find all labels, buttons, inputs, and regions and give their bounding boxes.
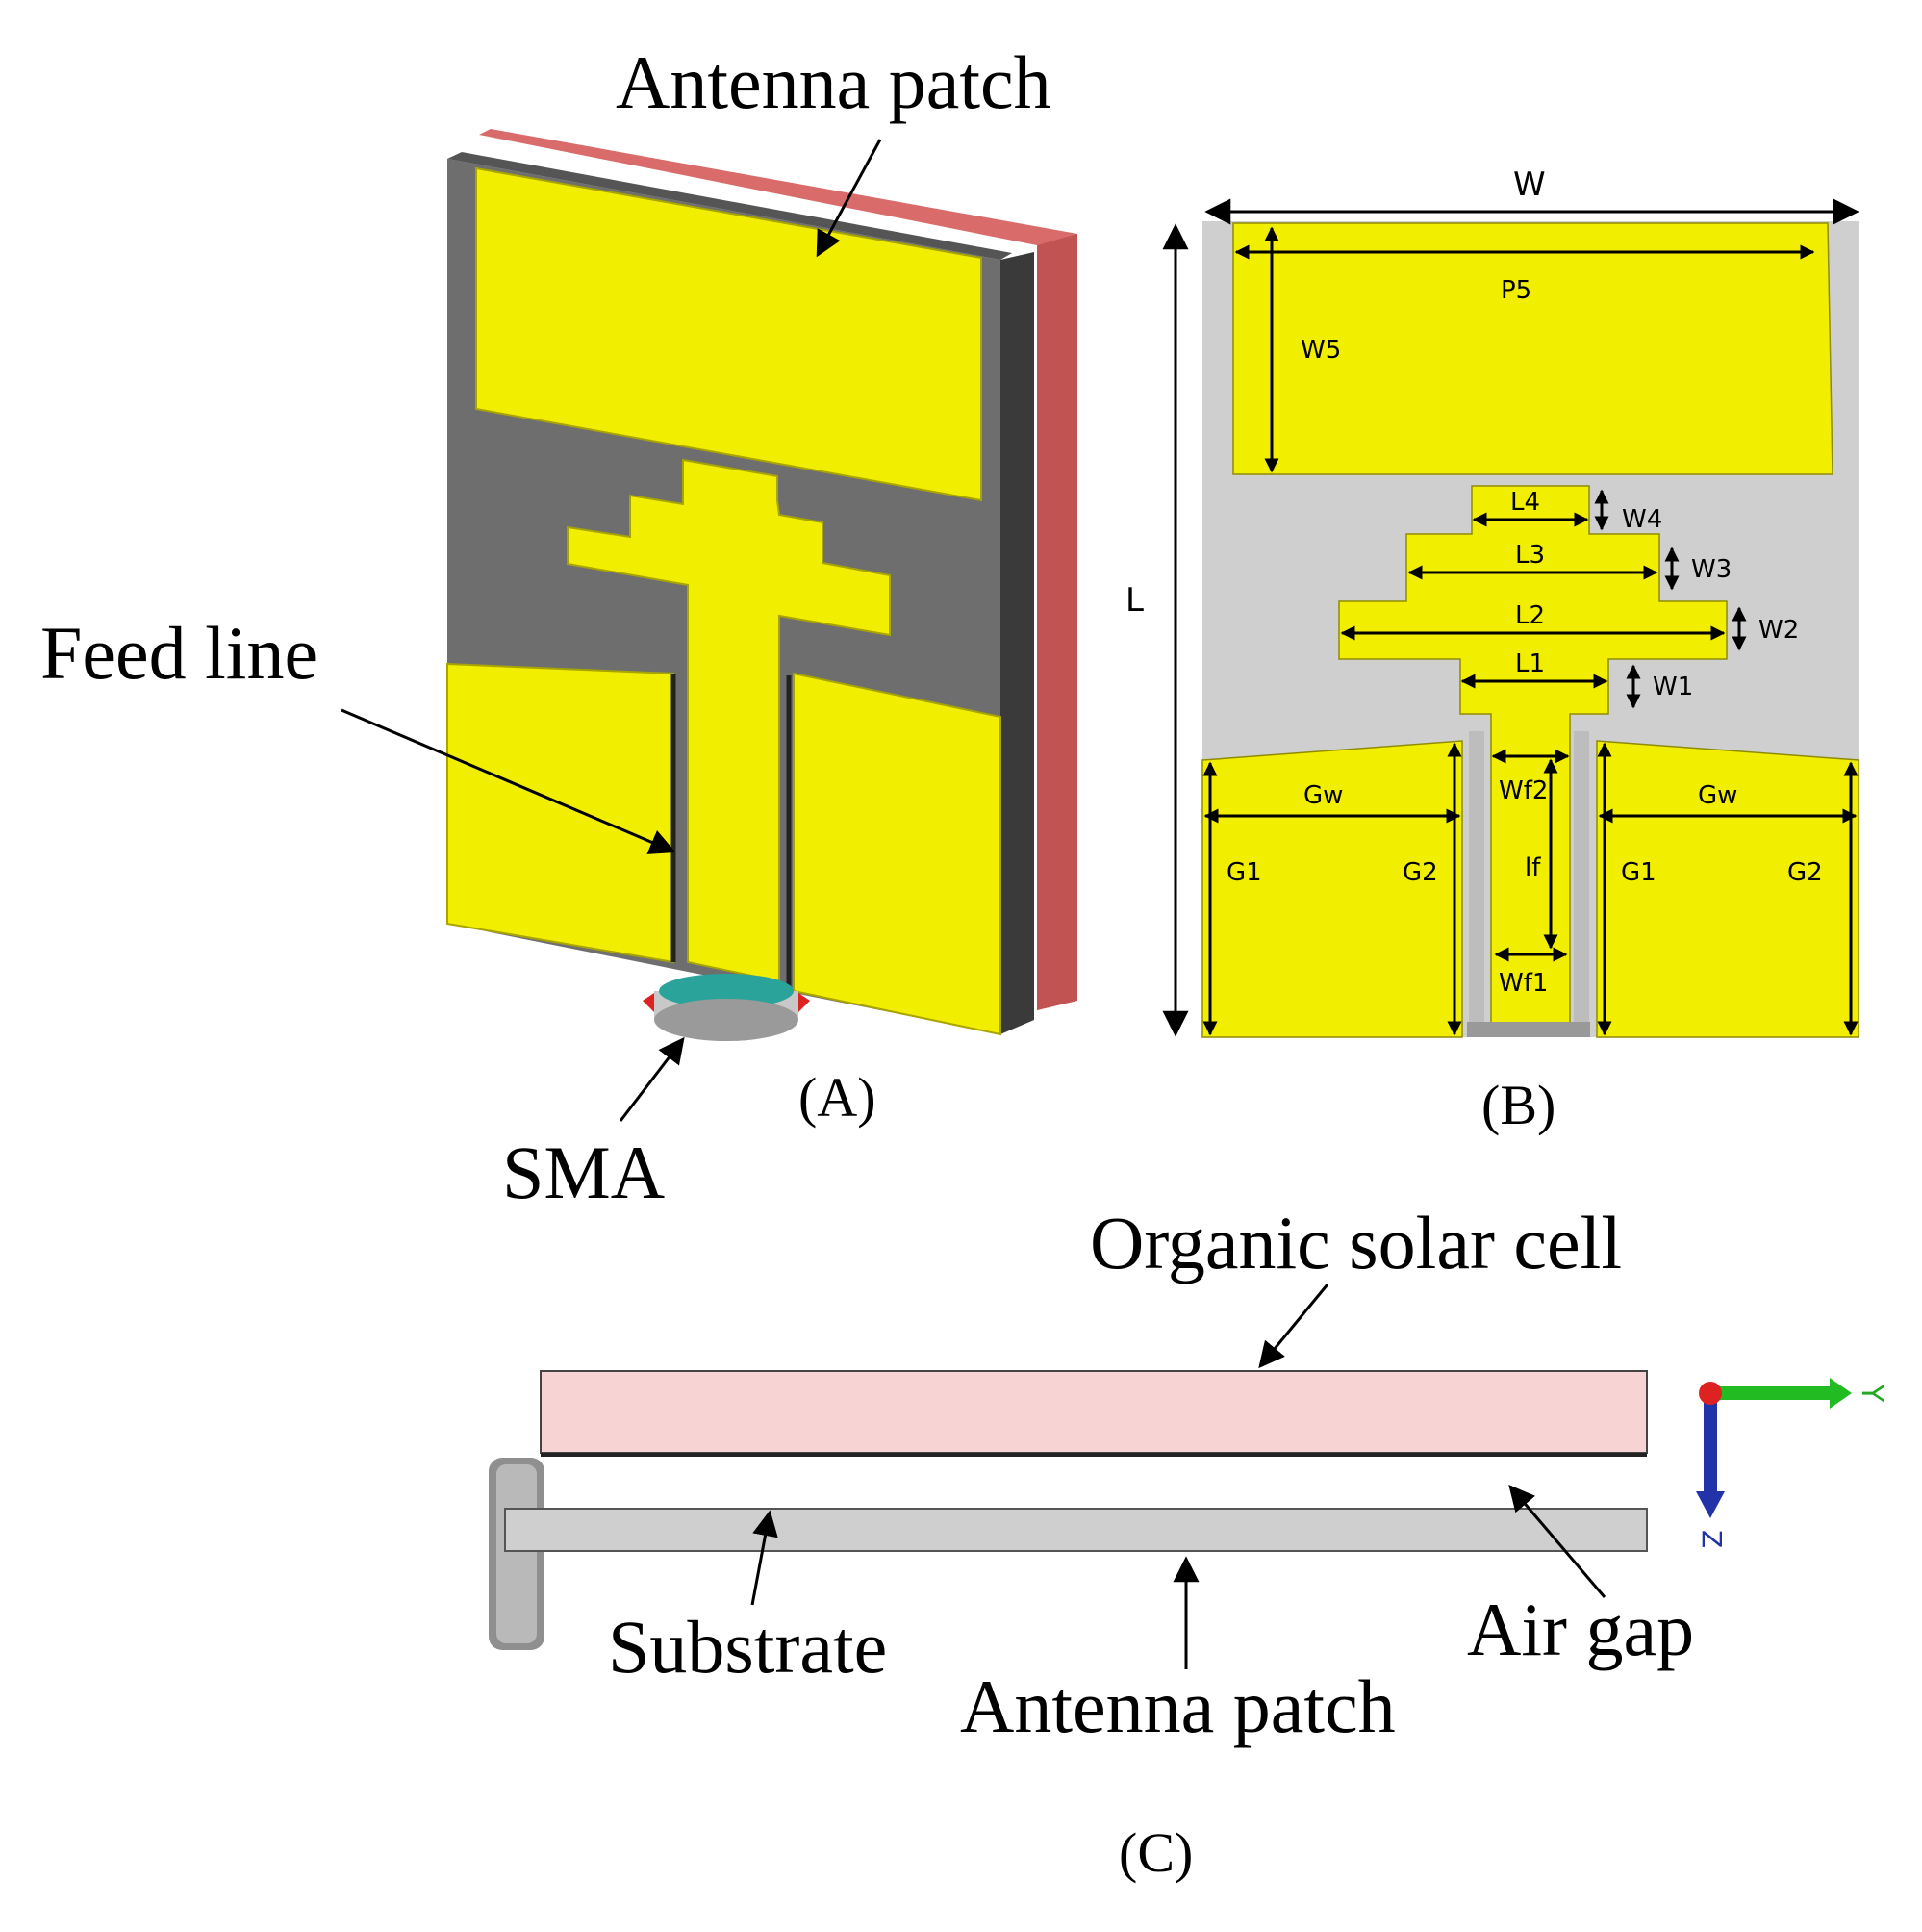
y-axis-arrow bbox=[1714, 1378, 1852, 1409]
dim-Wf1: Wf1 bbox=[1499, 969, 1548, 998]
dim-Gw-right: Gw bbox=[1698, 781, 1737, 810]
feed-gap-right bbox=[1574, 731, 1589, 1037]
dim-W3: W3 bbox=[1691, 555, 1732, 584]
antenna-patch-top-arrow bbox=[816, 139, 882, 258]
dim-G1-left: G1 bbox=[1227, 858, 1262, 887]
panel-a-label: (A) bbox=[798, 1066, 876, 1129]
dim-W1: W1 bbox=[1653, 673, 1693, 701]
dim-L2: L2 bbox=[1515, 601, 1545, 630]
feed-line-arrow bbox=[341, 708, 676, 854]
feed-structure-3d bbox=[567, 458, 891, 983]
z-axis-label: Z bbox=[1696, 1530, 1728, 1548]
organic-solar-cell-arrow bbox=[1258, 1284, 1329, 1369]
dim-P5: P5 bbox=[1501, 276, 1531, 305]
axis-triad: Y Z bbox=[1696, 1378, 1888, 1548]
z-axis-arrow bbox=[1696, 1397, 1725, 1518]
substrate-arrow bbox=[750, 1510, 778, 1606]
feed-line-label: Feed line bbox=[40, 611, 317, 695]
dim-W5: W5 bbox=[1301, 336, 1341, 365]
air-gap-label: Air gap bbox=[1467, 1588, 1694, 1671]
dim-Gw-left: Gw bbox=[1303, 781, 1343, 810]
dim-lf: lf bbox=[1525, 853, 1541, 882]
substrate-top-edge-3d bbox=[447, 152, 1012, 260]
substrate-layer bbox=[504, 1508, 1648, 1552]
substrate-label: Substrate bbox=[608, 1605, 887, 1689]
dim-L: L bbox=[1125, 581, 1144, 620]
solar-cell-layer bbox=[540, 1370, 1648, 1454]
dim-L4: L4 bbox=[1510, 488, 1540, 517]
dim-W: W bbox=[1513, 165, 1546, 204]
dim-L3: L3 bbox=[1515, 541, 1545, 570]
dim-G1-right: G1 bbox=[1621, 858, 1656, 887]
panel-c-side-view bbox=[489, 1370, 1648, 1650]
ground-right-3d bbox=[793, 672, 1001, 1036]
organic-solar-cell-label: Organic solar cell bbox=[1090, 1201, 1622, 1284]
dim-G2-left: G2 bbox=[1403, 858, 1438, 887]
dim-L1: L1 bbox=[1515, 649, 1545, 678]
sma-connector bbox=[643, 974, 810, 1041]
panel-a-3d-view bbox=[446, 129, 1077, 1041]
dim-Wf2: Wf2 bbox=[1499, 776, 1548, 805]
dim-W2: W2 bbox=[1758, 616, 1799, 645]
feed-gap-left bbox=[1469, 731, 1484, 1037]
sma-label: SMA bbox=[502, 1131, 665, 1214]
dim-G2-right: G2 bbox=[1787, 858, 1823, 887]
ground-left-3d bbox=[446, 662, 674, 964]
panel-b-label: (B) bbox=[1481, 1074, 1555, 1136]
panel-c-label: (C) bbox=[1119, 1821, 1193, 1884]
axis-origin bbox=[1699, 1382, 1722, 1405]
dim-W4: W4 bbox=[1622, 505, 1662, 534]
y-axis-label: Y bbox=[1855, 1384, 1888, 1403]
air-gap-arrow bbox=[1508, 1484, 1606, 1598]
substrate-side-3d bbox=[1000, 252, 1034, 1034]
sma-stub bbox=[1467, 1022, 1590, 1037]
top-patch-3d bbox=[475, 166, 982, 502]
sma-arrow bbox=[619, 1036, 685, 1122]
antenna-patch-bottom-label: Antenna patch bbox=[960, 1665, 1396, 1748]
solar-cell-edge-3d bbox=[1037, 234, 1077, 1010]
antenna-patch-top-label: Antenna patch bbox=[616, 40, 1051, 124]
